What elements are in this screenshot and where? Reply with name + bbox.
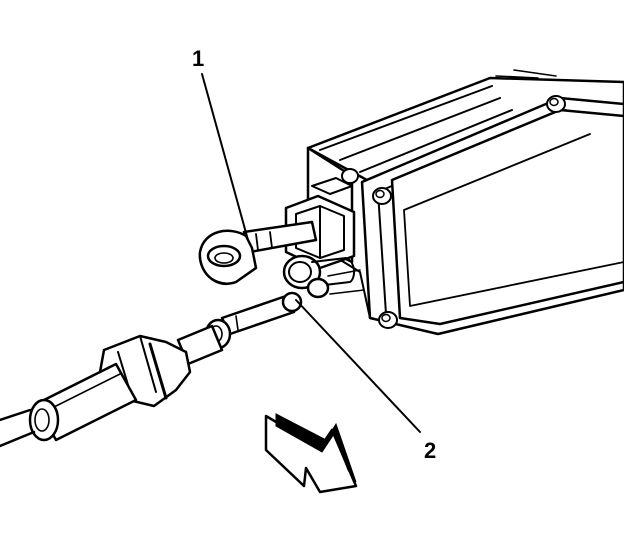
housing-screw: [378, 311, 398, 329]
leader-line-1: [201, 73, 249, 241]
leader-line-2: [295, 299, 421, 433]
actuator-rod: [198, 220, 318, 285]
housing-screw: [341, 168, 359, 184]
cable-sheath: [0, 318, 232, 448]
housing-screw: [372, 187, 392, 205]
cable-socket: [282, 254, 365, 299]
callout-2: 2: [424, 438, 436, 463]
housing-screw: [546, 95, 566, 113]
callout-1: 1: [192, 46, 204, 71]
leader-lines: [201, 73, 421, 433]
cable-bracket: [284, 177, 356, 270]
actuator-housing: [306, 69, 624, 336]
direction-arrow: [264, 413, 358, 494]
cable-end-fitting: [220, 291, 303, 336]
